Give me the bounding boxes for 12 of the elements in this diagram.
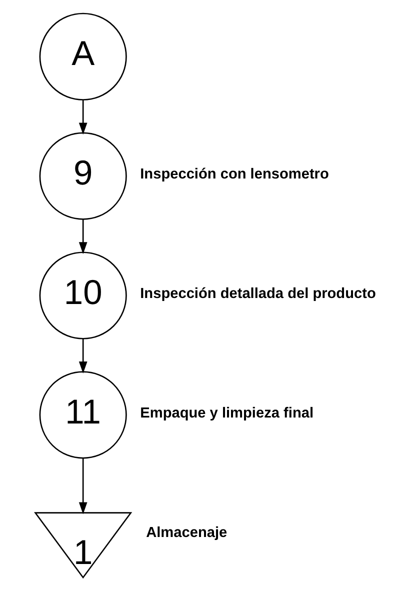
arrow xyxy=(78,339,87,374)
node-circle: 10 xyxy=(38,252,126,340)
node-circle: 9 xyxy=(38,132,126,220)
arrow xyxy=(78,100,87,135)
node-label: Almacenaje xyxy=(146,524,227,541)
node-label: Empaque y limpieza final xyxy=(140,405,314,422)
arrow xyxy=(78,458,87,514)
node-label: Inspección detallada del producto xyxy=(140,286,376,302)
node-circle: 11 xyxy=(38,371,126,459)
node-circle: A xyxy=(38,12,126,100)
arrow xyxy=(78,220,87,254)
node-label: Inspección con lensometro xyxy=(140,166,328,182)
